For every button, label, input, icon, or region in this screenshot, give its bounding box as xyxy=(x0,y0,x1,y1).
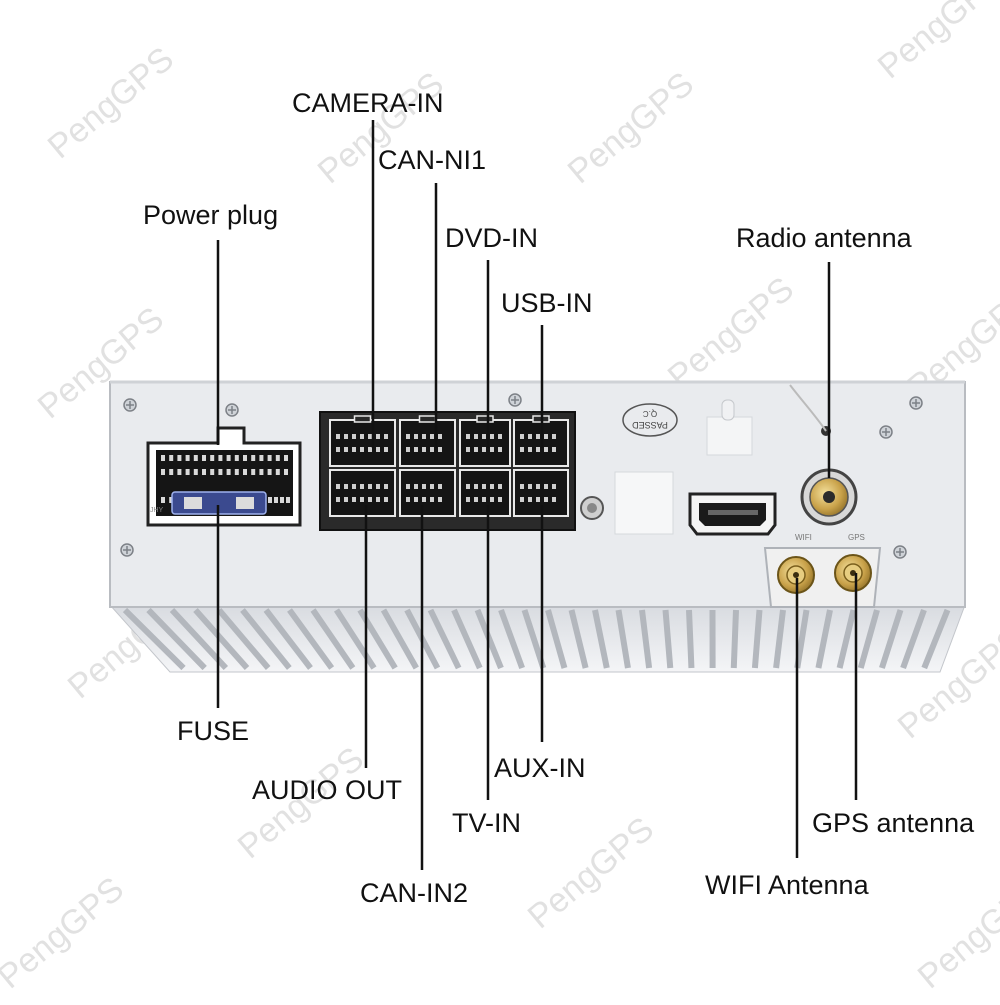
callout-wifi-antenna: WIFI Antenna xyxy=(705,872,869,899)
hdmi-port xyxy=(690,494,775,534)
qc-stamp-line1: PASSED xyxy=(632,420,668,430)
wifi-port-label: WIFI xyxy=(795,533,812,542)
blank-label-area xyxy=(615,472,673,534)
power-pin xyxy=(186,469,190,475)
power-pin xyxy=(268,469,272,475)
power-plug-connector: JHY xyxy=(148,428,300,525)
callout-dvd-in: DVD-IN xyxy=(445,225,538,252)
callout-can-ni1: CAN-NI1 xyxy=(378,147,486,174)
power-pin xyxy=(177,469,181,475)
screw-icon xyxy=(910,397,922,409)
power-pin xyxy=(251,455,255,461)
screw-icon xyxy=(121,544,133,556)
power-pin xyxy=(235,469,239,475)
power-pin xyxy=(280,497,284,503)
blank-label-area xyxy=(707,417,752,455)
power-pin xyxy=(227,469,231,475)
power-pin xyxy=(268,497,272,503)
screw-icon xyxy=(880,426,892,438)
watermark: PengGPS xyxy=(871,0,1000,86)
power-pin xyxy=(161,469,165,475)
callout-power-plug: Power plug xyxy=(143,202,278,229)
power-pin xyxy=(259,455,263,461)
watermark: PengGPS xyxy=(0,870,131,996)
watermark: PengGPS xyxy=(521,810,661,936)
power-pin xyxy=(284,469,288,475)
power-pin xyxy=(218,455,222,461)
power-pin xyxy=(194,469,198,475)
power-pin xyxy=(161,455,165,461)
gps-port-label: GPS xyxy=(848,533,865,542)
power-pin xyxy=(177,455,181,461)
callout-usb-in: USB-IN xyxy=(501,290,593,317)
connector-socket xyxy=(400,416,455,466)
connector-socket xyxy=(460,416,510,466)
watermark: PengGPS xyxy=(41,40,181,166)
power-pin xyxy=(259,469,263,475)
screw-icon xyxy=(124,399,136,411)
power-pin xyxy=(194,455,198,461)
watermark: PengGPS xyxy=(561,65,701,191)
power-pin xyxy=(274,497,278,503)
connector-socket xyxy=(460,470,510,516)
power-pin xyxy=(202,469,206,475)
vent-fins xyxy=(110,605,965,672)
power-pin xyxy=(276,469,280,475)
connector-block xyxy=(320,412,603,530)
ground-screw-icon xyxy=(581,497,603,519)
power-pin xyxy=(251,469,255,475)
callout-fuse: FUSE xyxy=(177,718,249,745)
power-pin xyxy=(243,469,247,475)
callout-camera-in: CAMERA-IN xyxy=(292,90,444,117)
connector-socket xyxy=(400,470,455,516)
power-pin xyxy=(276,455,280,461)
power-pin xyxy=(218,469,222,475)
power-pin xyxy=(227,455,231,461)
power-pin xyxy=(235,455,239,461)
power-pin xyxy=(202,455,206,461)
callout-gps-antenna: GPS antenna xyxy=(812,810,974,837)
power-pin xyxy=(186,455,190,461)
gps-sma-connector-icon xyxy=(835,555,871,591)
power-pin xyxy=(210,469,214,475)
power-pin xyxy=(284,455,288,461)
screw-icon xyxy=(894,546,906,558)
power-pin xyxy=(243,455,247,461)
callout-can-in2: CAN-IN2 xyxy=(360,880,468,907)
qc-stamp-line2: Q.C xyxy=(643,409,657,418)
callout-audio-out: AUDIO OUT xyxy=(252,777,402,804)
power-pin xyxy=(210,455,214,461)
fuse-marking: JHY xyxy=(150,507,164,514)
connector-socket xyxy=(330,470,395,516)
power-pin xyxy=(268,455,272,461)
watermark: PengGPS xyxy=(911,870,1000,996)
callout-aux-in: AUX-IN xyxy=(494,755,586,782)
vent-fin xyxy=(689,610,691,668)
screw-icon xyxy=(226,404,238,416)
power-pin xyxy=(161,497,165,503)
power-pin xyxy=(286,497,290,503)
callout-radio-antenna: Radio antenna xyxy=(736,225,912,252)
callout-tv-in: TV-IN xyxy=(452,810,521,837)
screw-icon xyxy=(509,394,521,406)
power-pin xyxy=(169,455,173,461)
watermark: PengGPS xyxy=(661,270,801,396)
vent-fin xyxy=(734,610,736,668)
power-pin xyxy=(169,469,173,475)
connector-socket xyxy=(330,416,395,466)
